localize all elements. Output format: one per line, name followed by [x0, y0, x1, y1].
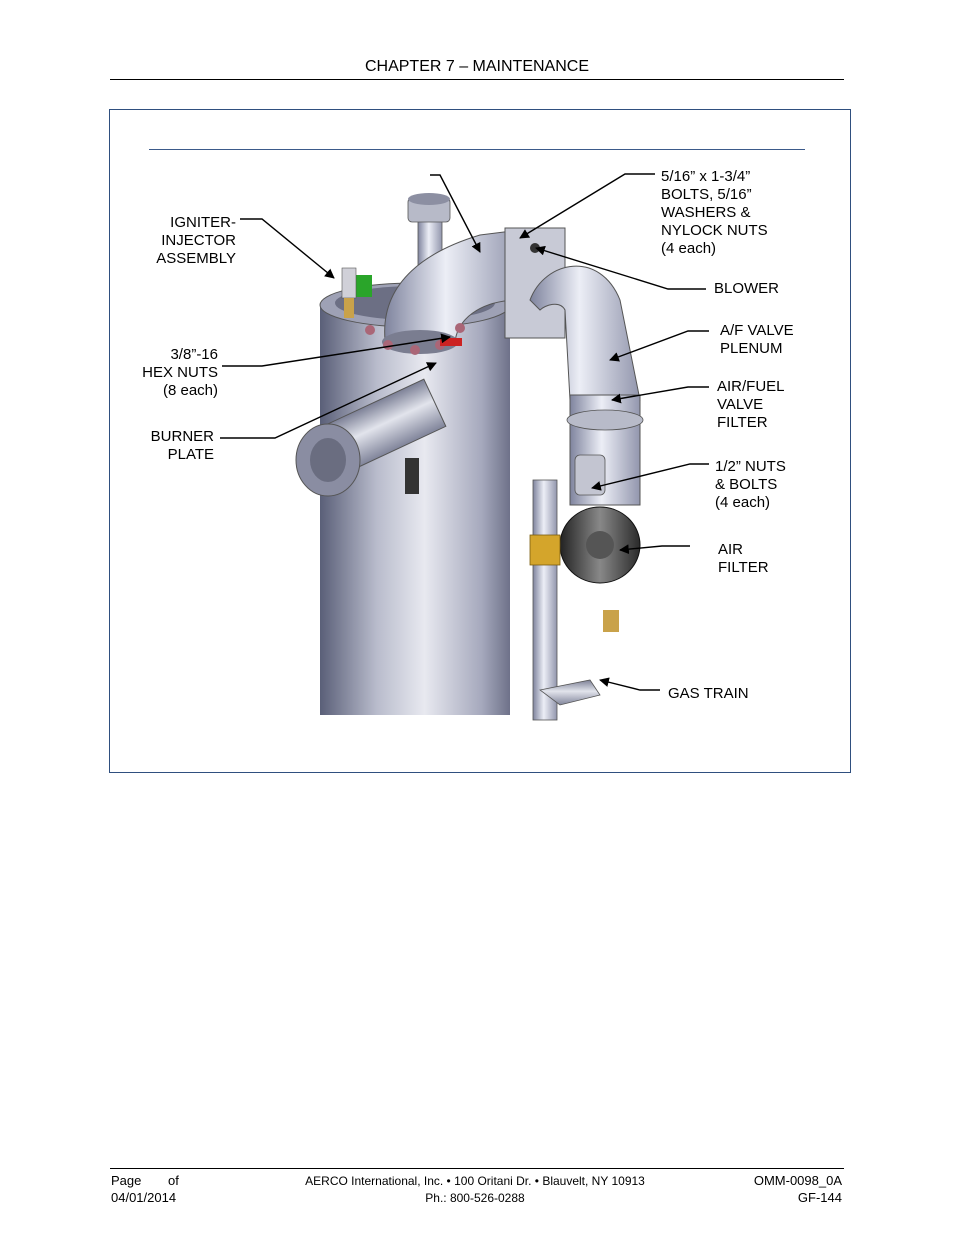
igniter-assembly	[341, 267, 372, 318]
footer-of-label: of	[168, 1173, 179, 1188]
label-air-filter: AIR FILTER	[718, 541, 769, 576]
figure-frame	[109, 109, 851, 773]
label-half-inch-nuts: 1/2” NUTS & BOLTS (4 each)	[715, 458, 786, 511]
burner-plate-bolts	[365, 323, 465, 355]
label-bolts-washers: 5/16” x 1-3/4” BOLTS, 5/16” WASHERS & NY…	[661, 168, 768, 257]
label-blower: BLOWER	[714, 280, 780, 297]
chapter-title: CHAPTER 7 – MAINTENANCE	[364, 58, 590, 75]
air-filter	[559, 506, 641, 584]
footer-phone: Ph.: 800-526-0288	[425, 1191, 525, 1205]
header-divider	[110, 79, 844, 80]
footer-company: AERCO International, Inc. • 100 Oritani …	[305, 1174, 645, 1188]
footer-doc-number: OMM-0098_0A	[753, 1173, 842, 1188]
label-gas-train: GAS TRAIN	[668, 685, 749, 702]
label-burner-plate: BURNER PLATE	[150, 428, 214, 463]
footer-page-label: Page	[111, 1173, 142, 1188]
footer-model: GF-144	[797, 1190, 842, 1205]
figure-caption-rule	[149, 149, 805, 150]
label-hex-nuts: 3/8”-16 HEX NUTS (8 each)	[142, 346, 218, 399]
footer-date: 04/01/2014	[111, 1190, 177, 1205]
label-af-valve-plenum: A/F VALVE PLENUM	[720, 322, 794, 357]
callout-leaders	[220, 173, 709, 691]
label-igniter-injector: IGNITER- INJECTOR ASSEMBLY	[156, 214, 236, 267]
footer-divider	[110, 1168, 844, 1169]
side-flange-pipe	[295, 378, 447, 497]
label-air-fuel-valve-filter: AIR/FUEL VALVE FILTER	[717, 378, 785, 431]
